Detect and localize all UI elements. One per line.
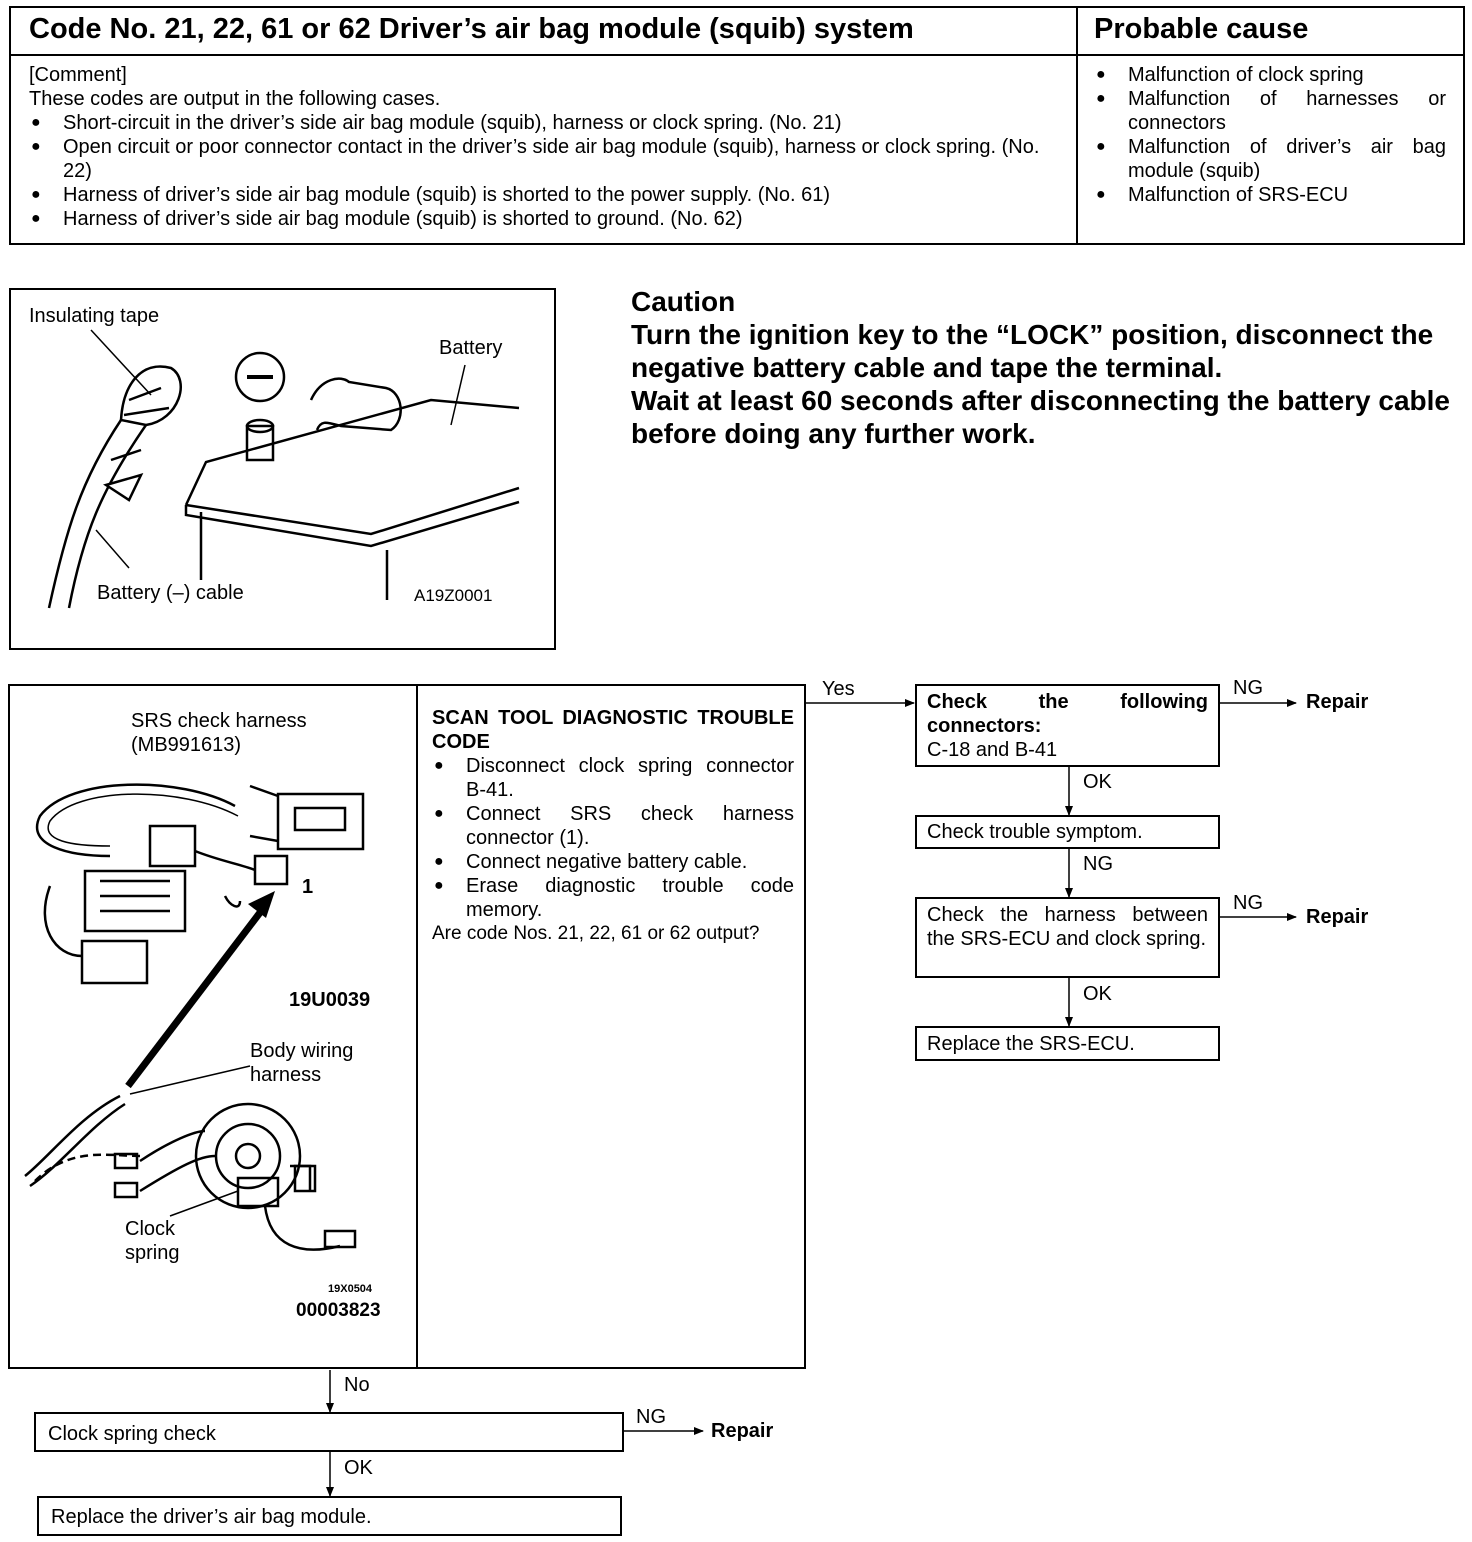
check-harness-label: SRS check harness xyxy=(131,710,307,732)
check-connectors-step: Check the following connectors: C-18 and… xyxy=(915,684,1220,767)
caution-block: Caution Turn the ignition key to the “LO… xyxy=(631,285,1467,450)
diagnostic-step: Disconnect clock spring connector B-41. xyxy=(432,754,794,802)
comment-block: [Comment] These codes are output in the … xyxy=(29,63,1059,231)
harness-figure-code: 19U0039 xyxy=(289,989,371,1011)
cause-item: Malfunction of clock spring xyxy=(1094,63,1446,87)
comment-list: Short-circuit in the driver’s side air b… xyxy=(29,111,1059,231)
ng-label: NG xyxy=(1083,853,1113,875)
harness-illustration xyxy=(24,783,365,1251)
battery-label: Battery xyxy=(439,337,503,359)
ok-label: OK xyxy=(1083,983,1112,1005)
caution-heading: Caution xyxy=(631,286,736,317)
yes-label: Yes xyxy=(822,678,855,700)
cause-item: Malfunction of driver’s air bag module (… xyxy=(1094,135,1446,183)
comment-item-61: Harness of driver’s side air bag module … xyxy=(29,183,1059,207)
clock-spring-figure-code: 19X0504 xyxy=(328,1283,373,1295)
diagnostic-title: SCAN TOOL DIAGNOSTIC TROUBLE CODE xyxy=(432,707,794,753)
comment-tag: [Comment] xyxy=(29,64,127,86)
ng-label: NG xyxy=(636,1406,666,1428)
replace-ecu-step: Replace the SRS-ECU. xyxy=(915,1026,1220,1061)
comment-item-62: Harness of driver’s side air bag module … xyxy=(29,207,1059,231)
repair-label: Repair xyxy=(1306,906,1369,928)
ng-label: NG xyxy=(1233,677,1263,699)
check-connectors-list: C-18 and B-41 xyxy=(927,739,1058,761)
spring-label: spring xyxy=(125,1242,180,1264)
diagnostic-step: Erase diagnostic trouble code memory. xyxy=(432,874,794,922)
repair-label: Repair xyxy=(1306,691,1369,713)
insulating-tape-label: Insulating tape xyxy=(29,305,160,327)
diagnostic-steps: Disconnect clock spring connector B-41. … xyxy=(432,754,794,922)
check-connectors-heading: Check the following connectors: xyxy=(927,691,1208,737)
diagnostic-step: Connect negative battery cable. xyxy=(432,850,794,874)
caution-line-1: Turn the ignition key to the “LOCK” posi… xyxy=(631,319,1434,383)
cause-item: Malfunction of SRS-ECU xyxy=(1094,183,1446,207)
header-row-divider xyxy=(9,54,1465,56)
clock-spring-check-step: Clock spring check xyxy=(34,1412,624,1452)
battery-cable-label: Battery (–) cable xyxy=(97,582,244,604)
ok-label: OK xyxy=(1083,771,1112,793)
probable-cause-title: Probable cause xyxy=(1094,13,1309,45)
cause-item: Malfunction of harnesses or connectors xyxy=(1094,87,1446,135)
page-figure-code: 00003823 xyxy=(296,1300,381,1321)
repair-label: Repair xyxy=(711,1420,774,1442)
ng-label: NG xyxy=(1233,892,1263,914)
check-harness-step: Check the harness between the SRS-ECU an… xyxy=(915,897,1220,978)
connector-number-label: 1 xyxy=(302,876,314,898)
check-symptom-step: Check trouble symptom. xyxy=(915,815,1220,849)
body-wiring-harness-label: harness xyxy=(250,1064,322,1086)
header-col-divider xyxy=(1076,6,1078,245)
body-wiring-label: Body wiring xyxy=(250,1040,354,1062)
caution-line-2: Wait at least 60 seconds after disconnec… xyxy=(631,385,1450,449)
check-harness-part-no: (MB991613) xyxy=(131,734,242,756)
comment-item-22: Open circuit or poor connector contact i… xyxy=(29,135,1059,183)
diagnostic-step: Connect SRS check harness connector (1). xyxy=(432,802,794,850)
comment-item-21: Short-circuit in the driver’s side air b… xyxy=(29,111,1059,135)
battery-figure: Insulating tape Battery Battery (–) cabl… xyxy=(9,288,556,650)
replace-module-step: Replace the driver’s air bag module. xyxy=(37,1496,622,1536)
battery-figure-code: A19Z0001 xyxy=(414,586,493,605)
diagnostic-text: SCAN TOOL DIAGNOSTIC TROUBLE CODE Discon… xyxy=(432,706,794,946)
diagnostic-question: Are code Nos. 21, 22, 61 or 62 output? xyxy=(432,923,760,944)
no-label: No xyxy=(344,1374,370,1396)
code-title: Code No. 21, 22, 61 or 62 Driver’s air b… xyxy=(29,13,914,45)
diagnostic-panel-divider xyxy=(416,684,418,1369)
battery-illustration xyxy=(47,329,520,609)
comment-intro: These codes are output in the following … xyxy=(29,88,441,110)
cause-list: Malfunction of clock spring Malfunction … xyxy=(1094,63,1446,207)
cause-block: Malfunction of clock spring Malfunction … xyxy=(1094,63,1446,207)
clock-label: Clock xyxy=(125,1218,176,1240)
ok-label: OK xyxy=(344,1457,373,1479)
